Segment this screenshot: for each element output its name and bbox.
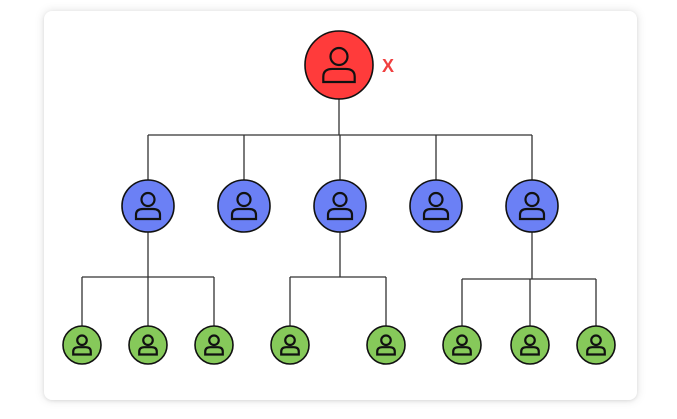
person-icon bbox=[586, 334, 606, 356]
root-node bbox=[304, 30, 374, 100]
employee-node bbox=[62, 325, 102, 365]
employee-node bbox=[194, 325, 234, 365]
person-icon bbox=[422, 191, 450, 221]
person-icon bbox=[204, 334, 224, 356]
person-icon bbox=[72, 334, 92, 356]
person-icon bbox=[230, 191, 258, 221]
manager-node bbox=[409, 179, 463, 233]
person-icon bbox=[518, 191, 546, 221]
person-icon bbox=[280, 334, 300, 356]
manager-node bbox=[217, 179, 271, 233]
person-icon bbox=[326, 191, 354, 221]
employee-node bbox=[270, 325, 310, 365]
person-icon bbox=[376, 334, 396, 356]
employee-node bbox=[366, 325, 406, 365]
person-icon bbox=[322, 46, 356, 84]
manager-node bbox=[313, 179, 367, 233]
manager-node bbox=[505, 179, 559, 233]
person-icon bbox=[134, 191, 162, 221]
employee-node bbox=[510, 325, 550, 365]
person-icon bbox=[452, 334, 472, 356]
employee-node bbox=[442, 325, 482, 365]
employee-node bbox=[128, 325, 168, 365]
person-icon bbox=[520, 334, 540, 356]
person-icon bbox=[138, 334, 158, 356]
manager-node bbox=[121, 179, 175, 233]
employee-node bbox=[576, 325, 616, 365]
root-node-label: X bbox=[382, 56, 395, 76]
